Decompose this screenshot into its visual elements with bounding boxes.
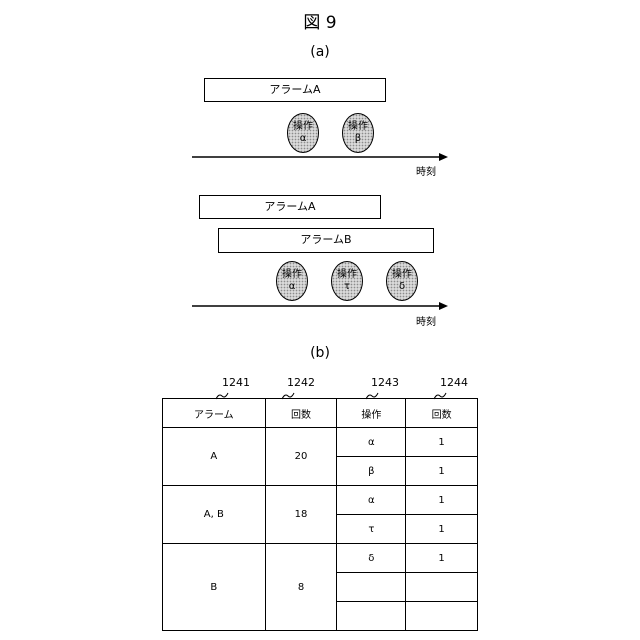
header-operation-count: 回数 xyxy=(406,399,478,428)
alarm-count-cell: 18 xyxy=(265,486,337,544)
table-row: B 8 δ 1 xyxy=(163,544,478,573)
operation-count-cell xyxy=(406,573,478,602)
timeline1-alarm-a-bar: アラームA xyxy=(204,78,386,102)
table-header-row: アラーム 回数 操作 回数 xyxy=(163,399,478,428)
header-alarm-count: 回数 xyxy=(265,399,337,428)
timeline2-time-axis xyxy=(190,299,450,313)
operation-symbol: α xyxy=(300,133,307,145)
header-operation: 操作 xyxy=(337,399,406,428)
alarm-cell: B xyxy=(163,544,266,631)
operation-cell: α xyxy=(337,428,406,457)
alarm-count-cell: 8 xyxy=(265,544,337,631)
operation-symbol: τ xyxy=(344,281,350,293)
alarm-operation-table: アラーム 回数 操作 回数 A 20 α 1 β 1 A, B 18 α 1 τ… xyxy=(162,398,478,631)
operation-name: 操作 xyxy=(337,269,357,281)
operation-count-cell: 1 xyxy=(406,486,478,515)
operation-name: 操作 xyxy=(348,121,368,133)
operation-cell: β xyxy=(337,457,406,486)
operation-cell: τ xyxy=(337,515,406,544)
alarm-cell: A xyxy=(163,428,266,486)
operation-symbol: α xyxy=(289,281,296,293)
timeline2-operation-tau: 操作 τ xyxy=(331,261,363,301)
timeline1-time-axis xyxy=(190,150,450,164)
table-row: A, B 18 α 1 xyxy=(163,486,478,515)
operation-count-cell: 1 xyxy=(406,457,478,486)
operation-cell xyxy=(337,573,406,602)
table-row: A 20 α 1 xyxy=(163,428,478,457)
timeline2-axis-label: 時刻 xyxy=(416,313,436,328)
timeline2-operation-alpha: 操作 α xyxy=(276,261,308,301)
operation-name: 操作 xyxy=(392,269,412,281)
operation-count-cell: 1 xyxy=(406,515,478,544)
timeline2-alarm-a-bar: アラームA xyxy=(199,195,381,219)
operation-cell: α xyxy=(337,486,406,515)
panel-a-label: (a) xyxy=(0,44,640,60)
timeline2-alarm-b-bar: アラームB xyxy=(218,228,434,253)
timeline2-operation-delta: 操作 δ xyxy=(386,261,418,301)
alarm-count-cell: 20 xyxy=(265,428,337,486)
timeline1-operation-alpha: 操作 α xyxy=(287,113,319,153)
operation-count-cell xyxy=(406,602,478,631)
operation-count-cell: 1 xyxy=(406,428,478,457)
operation-cell xyxy=(337,602,406,631)
timeline1-axis-label: 時刻 xyxy=(416,163,436,178)
operation-symbol: δ xyxy=(399,281,405,293)
operation-name: 操作 xyxy=(293,121,313,133)
operation-symbol: β xyxy=(355,133,361,145)
operation-name: 操作 xyxy=(282,269,302,281)
timeline1-operation-beta: 操作 β xyxy=(342,113,374,153)
panel-b-label: (b) xyxy=(0,345,640,361)
alarm-cell: A, B xyxy=(163,486,266,544)
header-alarm: アラーム xyxy=(163,399,266,428)
figure-title: 図 9 xyxy=(0,8,640,33)
operation-count-cell: 1 xyxy=(406,544,478,573)
operation-cell: δ xyxy=(337,544,406,573)
